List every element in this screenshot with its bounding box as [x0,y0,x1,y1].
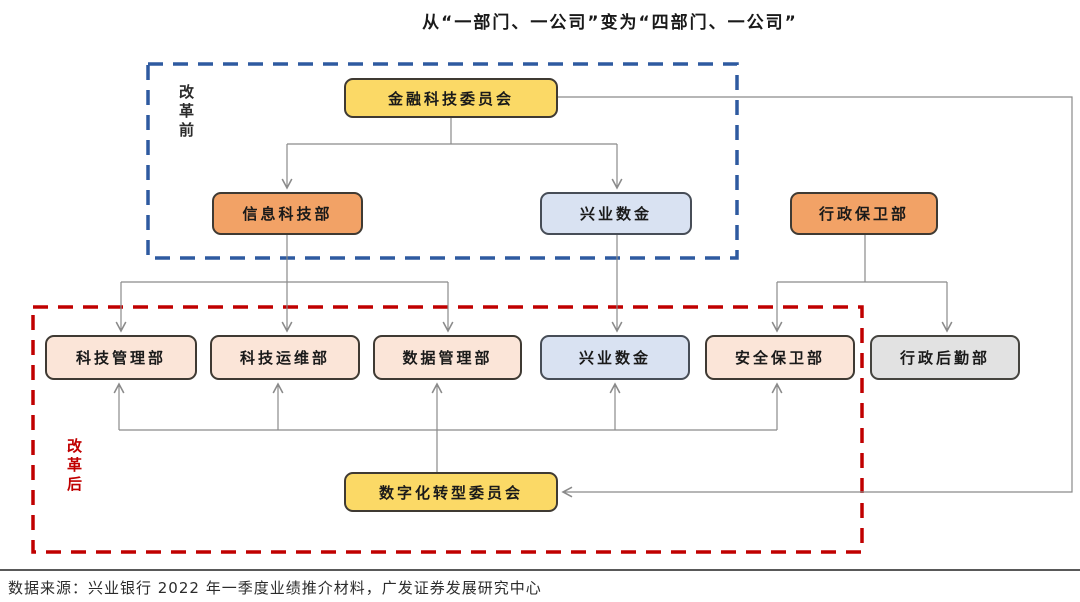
source-text: 数据来源：兴业银行 2022 年一季度业绩推介材料，广发证券发展研究中心 [8,579,542,597]
node-admin-logistics-dept: 行政后勤部 [870,335,1020,380]
node-security-guard-dept: 安全保卫部 [705,335,855,380]
after-reform-label: 改革后 [65,438,83,495]
before-reform-label: 改革前 [177,84,195,141]
node-fintech-committee: 金融科技委员会 [344,78,558,118]
node-cib-fintech-after: 兴业数金 [540,335,690,380]
node-admin-security-dept: 行政保卫部 [790,192,938,235]
before-reform-frame [146,62,739,260]
node-tech-mgmt-dept: 科技管理部 [45,335,197,380]
node-info-tech-dept: 信息科技部 [212,192,363,235]
node-cib-fintech-before: 兴业数金 [540,192,692,235]
node-data-mgmt-dept: 数据管理部 [373,335,522,380]
diagram-title: 从“一部门、一公司”变为“四部门、一公司” [422,13,798,33]
node-digital-committee: 数字化转型委员会 [344,472,558,512]
node-tech-ops-dept: 科技运维部 [210,335,360,380]
source-divider [0,569,1080,571]
